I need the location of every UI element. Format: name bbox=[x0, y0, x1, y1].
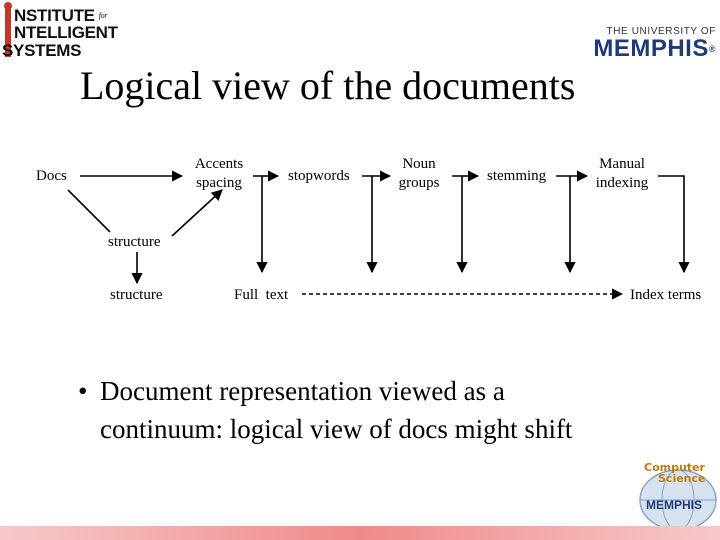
arrow-noun-drop bbox=[452, 175, 468, 274]
computer-science-logo: Computer Science MEMPHIS bbox=[636, 456, 720, 532]
cs-logo-line2: Science bbox=[658, 472, 706, 485]
arrow-manual-drop bbox=[658, 175, 690, 274]
slide-title: Logical view of the documents bbox=[80, 63, 576, 108]
arrow-stopwords-drop bbox=[362, 175, 378, 274]
university-big-text: MEMPHIS bbox=[593, 35, 709, 62]
arrow-stemming-drop bbox=[556, 175, 576, 274]
full-text-label: Full text bbox=[234, 287, 289, 303]
institute-for: for bbox=[98, 11, 108, 20]
manual-indexing-label-line2: indexing bbox=[595, 175, 649, 191]
university-small-text: THE UNIVERSITY OF bbox=[606, 26, 716, 37]
arrow-accents-drop bbox=[253, 175, 268, 274]
institute-line-2: NTELLIGENT bbox=[14, 23, 118, 42]
accents-label-line1: Accents bbox=[194, 156, 244, 172]
bullet-dot: • bbox=[78, 376, 88, 406]
institute-line-3: SYSTEMS bbox=[2, 41, 82, 60]
university-registered-mark: ® bbox=[708, 44, 716, 54]
structure-lower-label: structure bbox=[110, 287, 163, 303]
stemming-label: stemming bbox=[487, 168, 547, 184]
institute-logo-mark bbox=[4, 2, 12, 57]
docs-label: Docs bbox=[36, 168, 67, 184]
bullet-text: Document representation viewed as a cont… bbox=[100, 376, 573, 444]
structure-upper-label: structure bbox=[108, 234, 161, 250]
cs-logo-line1: Computer bbox=[644, 461, 705, 474]
noun-groups-label-line2: groups bbox=[398, 175, 440, 191]
accents-label-line2: spacing bbox=[196, 175, 242, 191]
manual-indexing-label-line1: Manual bbox=[599, 156, 645, 172]
cs-logo-line3: MEMPHIS bbox=[646, 498, 703, 512]
line-docs-structure bbox=[67, 189, 111, 233]
institute-line-1: NSTITUTE bbox=[14, 6, 95, 25]
stopwords-label: stopwords bbox=[288, 168, 350, 184]
noun-groups-label-line1: Noun bbox=[402, 156, 436, 172]
university-logo: THE UNIVERSITY OF MEMPHIS® bbox=[590, 26, 716, 66]
arrow-structure-accents bbox=[171, 189, 223, 237]
index-terms-label: Index terms bbox=[630, 287, 702, 303]
bottom-decorative-bar bbox=[0, 526, 720, 540]
